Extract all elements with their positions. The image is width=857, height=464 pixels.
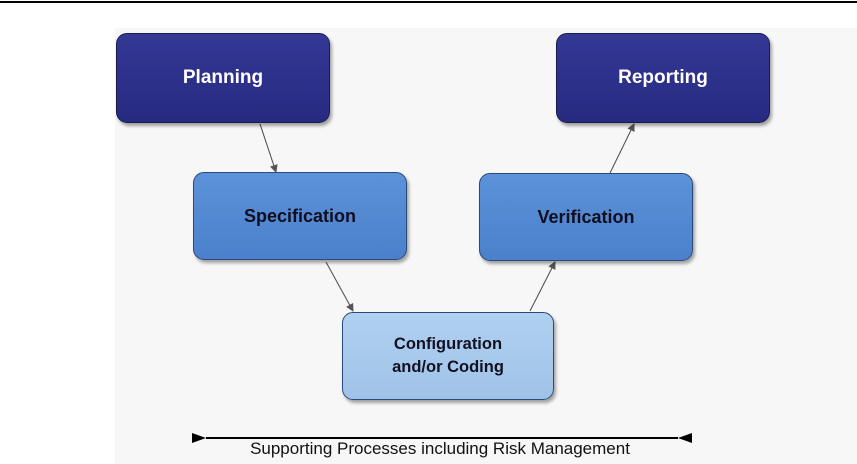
specification-box: Specification xyxy=(193,172,407,260)
reporting-box: Reporting xyxy=(556,33,770,123)
configuration-label-line1: Configuration xyxy=(393,335,503,353)
verification-label: Verification xyxy=(537,206,635,227)
configuration-box: Configuration and/or Coding xyxy=(342,312,554,400)
planning-box: Planning xyxy=(116,33,330,123)
specification-label: Specification xyxy=(243,205,357,226)
supporting-processes-label: Supporting Processes including Risk Mana… xyxy=(250,439,630,458)
arrow-specification-to-configuration xyxy=(325,261,354,312)
top-divider xyxy=(0,1,857,3)
arrow-configuration-to-verification xyxy=(529,261,556,312)
configuration-label-line2: and/or Coding xyxy=(392,358,504,376)
arrow-planning-to-specification xyxy=(259,123,278,173)
planning-label: Planning xyxy=(182,67,264,88)
reporting-label: Reporting xyxy=(618,67,708,88)
verification-box: Verification xyxy=(479,173,693,261)
arrow-verification-to-reporting xyxy=(609,123,635,174)
